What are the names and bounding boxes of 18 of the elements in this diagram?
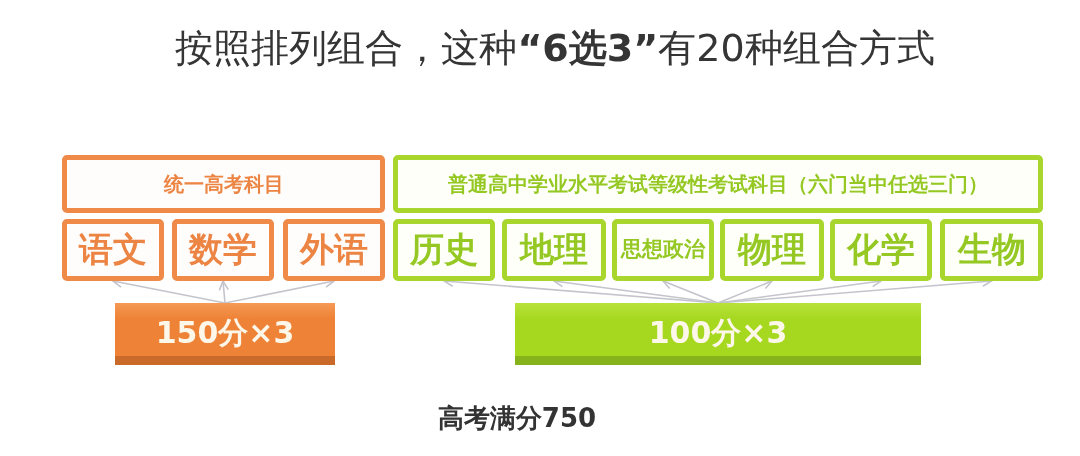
subject-box: 地理 [502, 219, 606, 281]
header-box: 统一高考科目 [62, 155, 385, 213]
arrow [218, 280, 230, 304]
header-box: 普通高中学业水平考试等级性考试科目（六门当中任选三门） [393, 155, 1043, 213]
score-box: 100分×3 [515, 303, 921, 365]
subject-box: 历史 [393, 219, 495, 281]
subject-box: 数学 [172, 219, 274, 281]
title: 按照排列组合，这种“6选3”有20种组合方式 [175, 24, 935, 72]
arrow [662, 279, 719, 304]
subject-box: 外语 [283, 219, 385, 281]
subject-box: 化学 [830, 219, 932, 281]
subject-box: 思想政治 [612, 219, 714, 281]
subject-box: 生物 [940, 219, 1043, 281]
subject-box: 物理 [720, 219, 824, 281]
total-score-text: 高考满分750 [437, 401, 597, 435]
subject-box: 语文 [62, 219, 164, 281]
score-box: 150分×3 [115, 303, 335, 365]
arrow [717, 279, 773, 304]
